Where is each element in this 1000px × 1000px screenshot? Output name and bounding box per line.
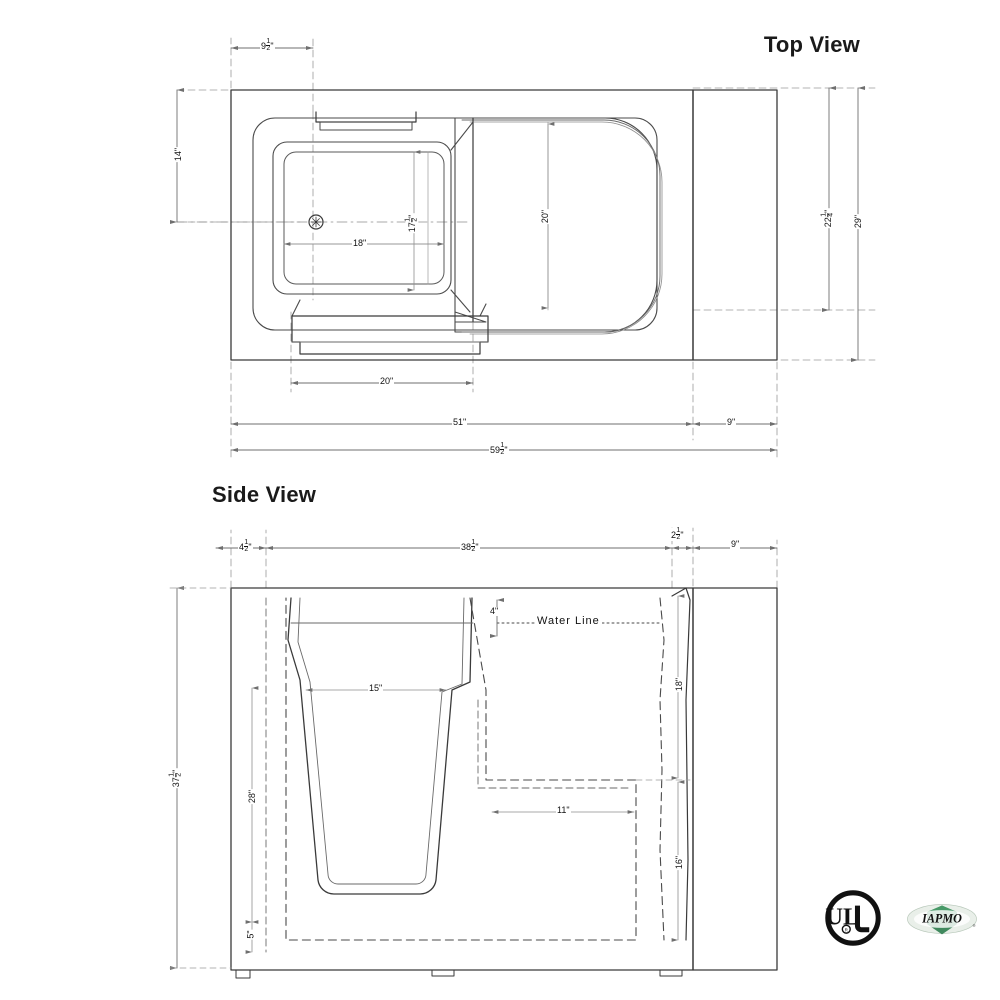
door-swing-arc (461, 119, 661, 333)
door-jamb-side (671, 587, 691, 941)
dim-label-seat-depth-side: 11" (556, 805, 571, 815)
svg-text:®: ® (973, 924, 976, 928)
dim-label-door-width: 20" (379, 376, 395, 386)
apron-bevel (291, 299, 487, 317)
grab-bar-outline (315, 111, 417, 123)
ul-mark-icon: UL R (825, 890, 881, 946)
grab-bar-body (319, 121, 413, 131)
seat-outer (272, 141, 452, 295)
door-bevel-bottom (450, 289, 471, 313)
tub-outline-side (230, 587, 694, 971)
dim-label-apron-extension: 9" (726, 417, 737, 427)
ul-mark-u: UL (825, 904, 859, 931)
foot-left (235, 969, 251, 979)
dim-label-basin-width: 20" (540, 208, 551, 225)
dim-label-left-offset: 14" (173, 146, 184, 163)
seat-profile-dashed-inner (265, 597, 629, 953)
dim-label-panel-width: 9" (730, 539, 741, 549)
dim-label-base-height: 5" (245, 929, 256, 940)
dim-label-waterline-drop: 4" (489, 606, 500, 616)
drain-grate-icon (310, 216, 322, 228)
tub-inner-rim (252, 117, 658, 331)
top-view-witness-lines (176, 37, 876, 461)
drain-icon (308, 214, 324, 230)
foot-right (659, 969, 683, 977)
page-title-side-view: Side View (212, 482, 317, 507)
dim-label-inner-height: 28" (247, 788, 258, 805)
dim-label-outer-depth: 29" (853, 213, 864, 230)
door-panel (454, 117, 658, 333)
basin-profile (287, 597, 473, 895)
seat-inner (283, 151, 445, 285)
svg-text:R: R (845, 927, 849, 932)
dim-label-seat-height: 16" (674, 854, 685, 871)
apron-extension-top (692, 89, 778, 361)
foot-center (431, 969, 455, 977)
dim-label-tub-length: 51" (452, 417, 468, 427)
apron-panel-side (692, 587, 778, 971)
seat-profile-dashed (285, 597, 637, 941)
certification-marks: UL R IAPMO ® (825, 888, 985, 950)
page-title-top-view: Top View (763, 32, 860, 57)
door-bevel-top (450, 121, 474, 151)
top-view-group (169, 37, 876, 461)
dim-label-seat-to-rim: 18" (674, 676, 685, 693)
side-view-group (169, 527, 778, 979)
iapmo-mark-icon: IAPMO ® (907, 904, 977, 935)
water-line-label: Water Line (535, 615, 602, 627)
door-threshold (454, 311, 487, 323)
dim-label-floor-length: 15" (368, 683, 384, 693)
tub-outline-top (230, 89, 694, 361)
iapmo-mark-text: IAPMO (921, 912, 962, 926)
dim-label-seat-width: 18" (352, 238, 368, 248)
door-edge-dashed (659, 597, 665, 941)
door-swing-arc-outer (469, 121, 663, 335)
side-view-witness-lines (230, 527, 778, 589)
basin-profile-inner (297, 597, 465, 885)
